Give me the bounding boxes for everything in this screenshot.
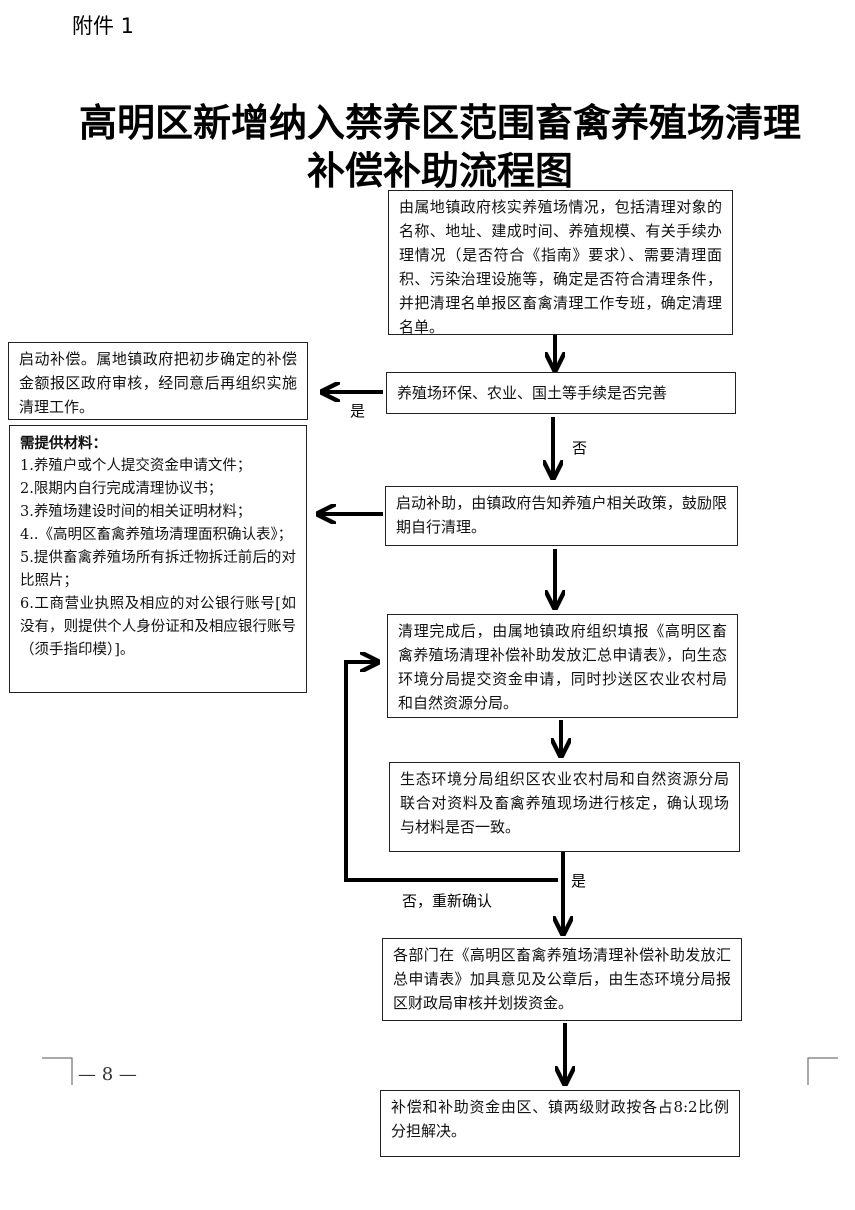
attachment-label: 附件 1 xyxy=(72,14,135,38)
label-no-subsidy: 否 xyxy=(572,439,588,457)
document-title-line1: 高明区新增纳入禁养区范围畜禽养殖场清理 xyxy=(78,100,801,145)
label-no-reconfirm: 否，重新确认 xyxy=(402,892,493,910)
arrow-loop-back xyxy=(344,662,558,882)
corner-mark-left xyxy=(42,1057,73,1085)
flow-step-verify-farms: 由属地镇政府核实养殖场情况，包括清理对象的名称、地址、建成时间、养殖规模、有关手… xyxy=(388,190,733,336)
page-number: — 8 — xyxy=(78,1064,137,1085)
materials-item: 2.限期内自行完成清理协议书； xyxy=(20,481,223,497)
document-title-line2: 补偿补助流程图 xyxy=(306,148,573,193)
materials-item: 5.提供畜禽养殖场所有拆迁物拆迁前后的对比照片； xyxy=(20,550,296,589)
required-materials-list: 需提供材料： 1.养殖户或个人提交资金申请文件； 2.限期内自行完成清理协议书；… xyxy=(9,425,307,693)
flow-step-start-subsidy: 启动补助，由镇政府告知养殖户相关政策，鼓励限期自行清理。 xyxy=(385,486,738,546)
materials-item: 1.养殖户或个人提交资金申请文件； xyxy=(20,458,252,474)
materials-item: 6.工商营业执照及相应的对公银行账号[如没有，则提供个人身份证和及相应银行账号（… xyxy=(20,596,296,658)
materials-item: 3.养殖场建设时间的相关证明材料； xyxy=(20,504,252,520)
flow-step-department-approval: 各部门在《高明区畜禽养殖场清理补偿补助发放汇总申请表》加具意见及公章后，由生态环… xyxy=(382,938,742,1021)
corner-mark-right xyxy=(807,1057,838,1085)
materials-heading: 需提供材料： xyxy=(20,435,107,452)
materials-item: 4..《高明区畜禽养殖场清理面积确认表》； xyxy=(20,527,293,543)
flow-step-fund-sharing: 补偿和补助资金由区、镇两级财政按各占8:2比例分担解决。 xyxy=(380,1090,740,1157)
label-yes-compensation: 是 xyxy=(350,402,366,420)
flow-step-joint-verification: 生态环境分局组织区农业农村局和自然资源分局联合对资料及畜禽养殖现场进行核定，确认… xyxy=(389,762,740,852)
flow-step-submit-application: 清理完成后，由属地镇政府组织填报《高明区畜禽养殖场清理补偿补助发放汇总申请表》，… xyxy=(387,614,738,718)
flow-step-start-compensation: 启动补偿。属地镇政府把初步确定的补偿金额报区政府审核，经同意后再组织实施清理工作… xyxy=(8,342,308,420)
label-yes-consistent: 是 xyxy=(571,872,587,890)
flow-step-check-procedures: 养殖场环保、农业、国土等手续是否完善 xyxy=(386,372,736,414)
